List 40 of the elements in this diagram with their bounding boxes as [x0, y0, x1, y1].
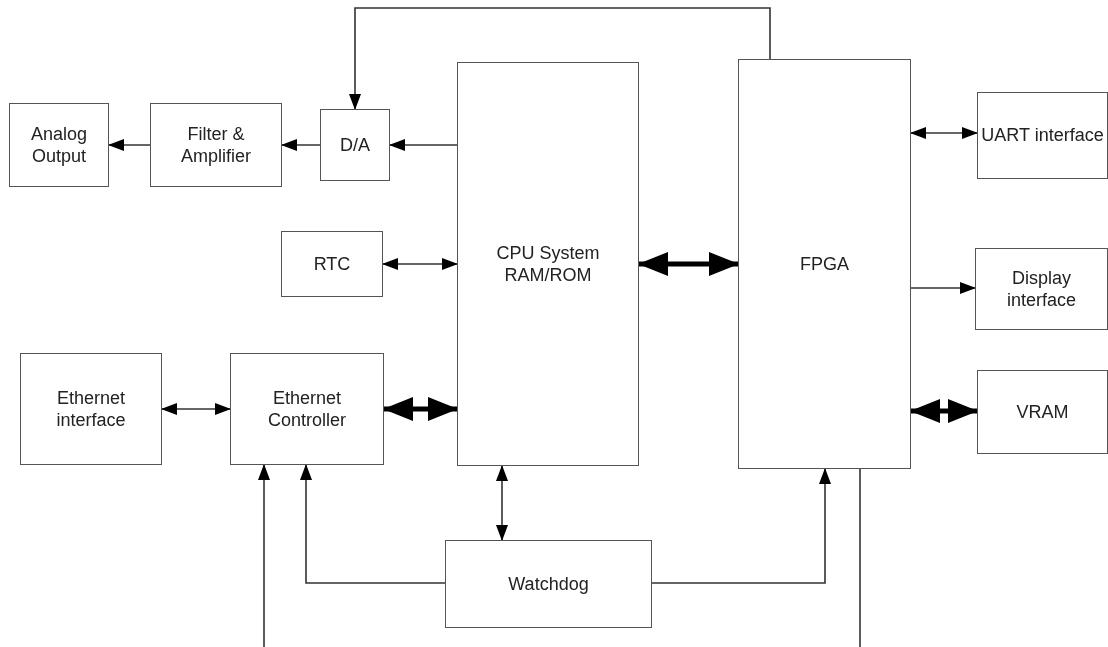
arrow [389, 139, 458, 151]
arrow [910, 127, 978, 139]
arrow [496, 465, 508, 541]
block-label: Filter & Amplifier [180, 122, 252, 168]
block-label: Display interface [1005, 266, 1077, 312]
arrow [108, 139, 151, 151]
block-box [457, 62, 639, 466]
block-label: Ethernet interface [55, 386, 127, 432]
block-label: VRAM [1016, 400, 1069, 424]
arrow [382, 258, 458, 270]
arrow [300, 464, 446, 584]
block-label: FPGA [800, 252, 849, 276]
block-label: Analog Output [29, 122, 89, 168]
block-label: Ethernet Controller [267, 386, 347, 432]
arrow [910, 282, 976, 294]
block-box [9, 103, 109, 187]
block-box [977, 92, 1108, 179]
block-label: Watchdog [508, 572, 589, 596]
arrow [910, 399, 978, 423]
signal-line [859, 468, 861, 647]
block-box [738, 59, 911, 469]
arrow [349, 7, 771, 110]
block-label: CPU System RAM/ROM [495, 241, 601, 287]
block-label: RTC [313, 252, 351, 276]
arrow [258, 464, 270, 647]
block-box [20, 353, 162, 465]
block-box [320, 109, 390, 181]
block-box [977, 370, 1108, 454]
block-box [281, 231, 383, 297]
arrow [651, 468, 831, 584]
arrow [161, 403, 231, 415]
block-box [445, 540, 652, 628]
arrow [638, 252, 739, 276]
block-box [150, 103, 282, 187]
block-box [230, 353, 384, 465]
arrow [383, 397, 458, 421]
block-box [975, 248, 1108, 330]
block-label: D/A [340, 133, 370, 157]
block-label: UART interface [981, 124, 1104, 147]
arrow [281, 139, 321, 151]
